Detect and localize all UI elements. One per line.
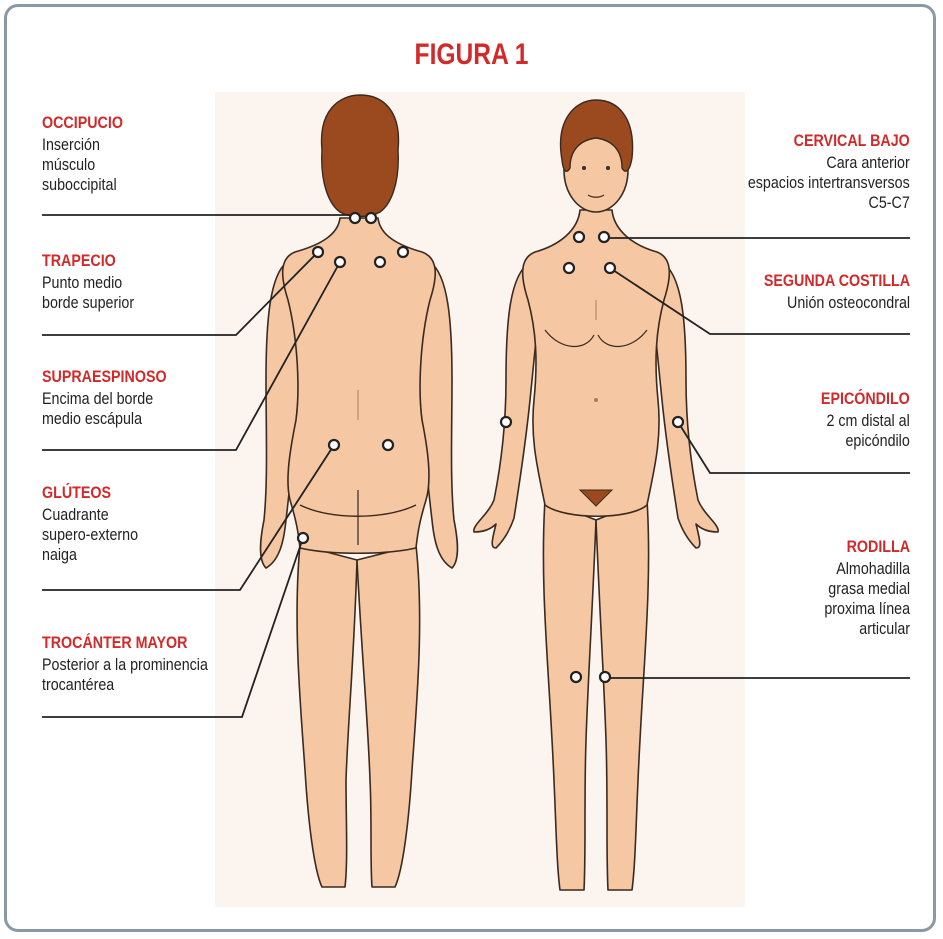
label-cervical-line: Cara anterior [748, 153, 910, 173]
tender-point-costilla-right [605, 263, 615, 273]
tender-point-epicondilo-right [673, 417, 683, 427]
tender-point-occipucio-left [350, 213, 360, 223]
tender-point-supraespinoso-right [375, 257, 385, 267]
tender-point-rodilla-right [600, 672, 610, 682]
label-occipucio-line: músculo [42, 155, 123, 175]
label-occipucio-name: OCCIPUCIO [42, 112, 123, 133]
label-epicondilo: EPICÓNDILO 2 cm distal al epicóndilo [821, 388, 910, 451]
label-gluteos-name: GLÚTEOS [42, 482, 138, 503]
tender-point-costilla-left [564, 263, 574, 273]
front-right-eye [606, 166, 610, 170]
tender-point-cervical-right [599, 232, 609, 242]
label-epicondilo-line: epicóndilo [821, 431, 910, 451]
label-cervical-name: CERVICAL BAJO [748, 130, 910, 151]
label-gluteos-line: supero-externo [42, 525, 138, 545]
label-cervical: CERVICAL BAJO Cara anterior espacios int… [748, 130, 910, 213]
front-navel [594, 398, 598, 402]
label-occipucio-line: Inserción [42, 135, 123, 155]
front-left-eye [582, 166, 586, 170]
label-trocanter-name: TROCÁNTER MAYOR [42, 632, 208, 653]
label-occipucio: OCCIPUCIO Inserción músculo suboccipital [42, 112, 123, 195]
label-costilla: SEGUNDA COSTILLA Unión osteocondral [764, 270, 910, 313]
tender-point-rodilla-left [571, 672, 581, 682]
label-rodilla: RODILLA Almohadilla grasa medial proxima… [824, 536, 910, 639]
label-cervical-line: espacios intertransversos [748, 173, 910, 193]
label-supraespinoso-name: SUPRAESPINOSO [42, 366, 167, 387]
back-hair [322, 95, 399, 217]
label-gluteos: GLÚTEOS Cuadrante supero-externo naiga [42, 482, 138, 565]
label-costilla-name: SEGUNDA COSTILLA [764, 270, 910, 291]
label-epicondilo-name: EPICÓNDILO [821, 388, 910, 409]
tender-point-supraespinoso-left [335, 257, 345, 267]
label-supraespinoso-line: medio escápula [42, 409, 167, 429]
label-trapecio-line: borde superior [42, 293, 134, 313]
back-torso [283, 218, 436, 553]
label-costilla-line: Unión osteocondral [764, 293, 910, 313]
label-rodilla-line: grasa medial [824, 579, 910, 599]
label-gluteos-line: naiga [42, 545, 138, 565]
label-occipucio-line: suboccipital [42, 175, 123, 195]
label-trocanter-line: Posterior a la prominencia [42, 655, 208, 675]
front-torso [523, 210, 670, 516]
label-trapecio: TRAPECIO Punto medio borde superior [42, 250, 134, 313]
label-rodilla-line: articular [824, 619, 910, 639]
label-rodilla-name: RODILLA [824, 536, 910, 557]
tender-point-occipucio-right [366, 213, 376, 223]
label-trapecio-line: Punto medio [42, 273, 134, 293]
label-cervical-line: C5-C7 [748, 193, 910, 213]
tender-point-gluteo-left [329, 440, 339, 450]
label-trapecio-name: TRAPECIO [42, 250, 134, 271]
label-gluteos-line: Cuadrante [42, 505, 138, 525]
tender-point-trapecio-right [398, 247, 408, 257]
label-rodilla-line: proxima línea [824, 599, 910, 619]
label-supraespinoso: SUPRAESPINOSO Encima del borde medio esc… [42, 366, 167, 429]
label-epicondilo-line: 2 cm distal al [821, 411, 910, 431]
tender-point-trocanter [298, 533, 308, 543]
label-trocanter: TROCÁNTER MAYOR Posterior a la prominenc… [42, 632, 208, 695]
label-trocanter-line: trocantérea [42, 675, 208, 695]
label-rodilla-line: Almohadilla [824, 559, 910, 579]
tender-point-cervical-left [574, 232, 584, 242]
tender-point-trapecio-left [313, 247, 323, 257]
label-supraespinoso-line: Encima del borde [42, 389, 167, 409]
tender-point-epicondilo-left [501, 417, 511, 427]
figure-title: FIGURA 1 [85, 38, 858, 72]
tender-point-gluteo-right [383, 440, 393, 450]
